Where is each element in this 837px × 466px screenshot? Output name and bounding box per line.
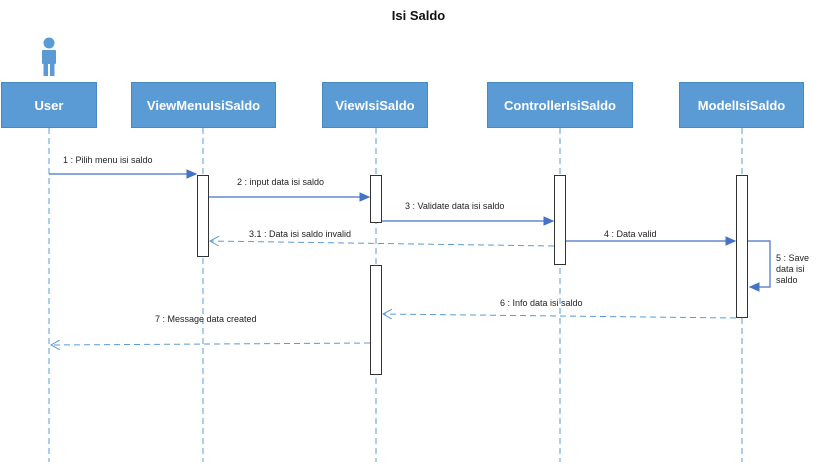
message-7-arrow: [51, 343, 371, 345]
lifeline-viewisisaldo: ViewIsiSaldo: [322, 82, 428, 128]
lifeline-modelisisaldo: ModelIsiSaldo: [679, 82, 804, 128]
message-2-label: 2 : input data isi saldo: [237, 177, 325, 187]
person-icon: [42, 37, 56, 76]
lifeline-viewmenuisisaldo: ViewMenuIsiSaldo: [131, 82, 276, 128]
activation-bar-viewisisaldo-1: [370, 175, 382, 223]
message-1-label: 1 : Pilih menu isi saldo: [63, 155, 153, 165]
activation-bar-viewisisaldo-2: [370, 265, 382, 375]
activation-bar-viewmenuisisaldo: [197, 175, 209, 257]
activation-bar-controllerisisaldo: [554, 175, 566, 265]
message-3-1-arrow: [210, 241, 555, 247]
message-3-1-label: 3.1 : Data isi saldo invalid: [249, 229, 352, 239]
message-5-arrow: [748, 240, 771, 292]
lifeline-user: User: [1, 82, 97, 128]
message-5-label: 5 : Save data isi saldo: [776, 253, 810, 285]
message-3-label: 3 : Validate data isi saldo: [405, 201, 505, 211]
message-4-label: 4 : Data valid: [604, 229, 657, 239]
diagram-title: Isi Saldo: [391, 8, 446, 23]
message-7-label: 7 : Message data created: [155, 314, 257, 324]
message-6-arrow: [383, 314, 737, 318]
activation-bar-modelisisaldo: [736, 175, 748, 318]
message-6-label: 6 : Info data isi saldo: [500, 298, 583, 308]
lifeline-controllerisisaldo: ControllerIsiSaldo: [487, 82, 633, 128]
